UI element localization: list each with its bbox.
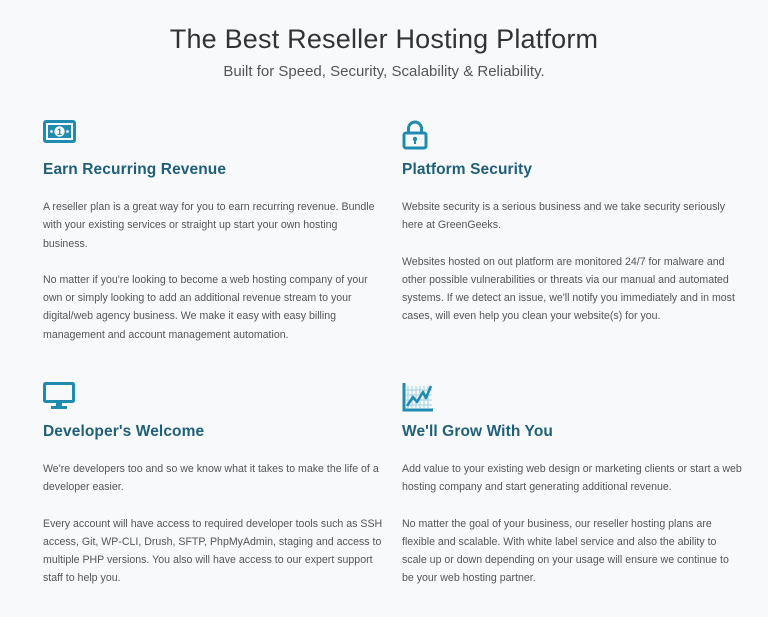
feature-title: Platform Security (402, 161, 533, 178)
feature-title: We'll Grow With You (402, 423, 553, 440)
feature-paragraph: No matter the goal of your business, our… (402, 517, 729, 585)
padlock-icon (402, 120, 742, 153)
feature-paragraph: A reseller plan is a great way for you t… (43, 201, 375, 250)
growth-chart-icon (402, 382, 742, 415)
feature-paragraph: Websites hosted on out platform are moni… (402, 255, 735, 323)
page-subtitle: Built for Speed, Security, Scalability &… (223, 63, 545, 80)
money-bill-icon: 1 (43, 120, 383, 153)
feature-developers-welcome: Developer's Welcome We're developers too… (43, 382, 383, 617)
feature-paragraph: Website security is a serious business a… (402, 201, 726, 232)
monitor-icon (43, 382, 383, 415)
features-grid: 1 Earn Recurring Revenue A reseller plan… (43, 120, 743, 617)
feature-title: Earn Recurring Revenue (43, 161, 227, 178)
feature-platform-security: Platform Security Website security is a … (402, 120, 742, 382)
feature-paragraph: We're developers too and so we know what… (43, 463, 379, 494)
page-title: The Best Reseller Hosting Platform (169, 24, 599, 54)
feature-paragraph: No matter if you're looking to become a … (43, 273, 368, 341)
feature-earn-recurring-revenue: 1 Earn Recurring Revenue A reseller plan… (43, 120, 383, 382)
svg-text:1: 1 (57, 127, 62, 137)
feature-well-grow-with-you: We'll Grow With You Add value to your ex… (402, 382, 742, 617)
feature-paragraph: Add value to your existing web design or… (402, 463, 742, 494)
feature-paragraph: Every account will have access to requir… (43, 517, 383, 585)
page-header: The Best Reseller Hosting Platform Built… (0, 0, 768, 82)
feature-title: Developer's Welcome (43, 423, 205, 440)
